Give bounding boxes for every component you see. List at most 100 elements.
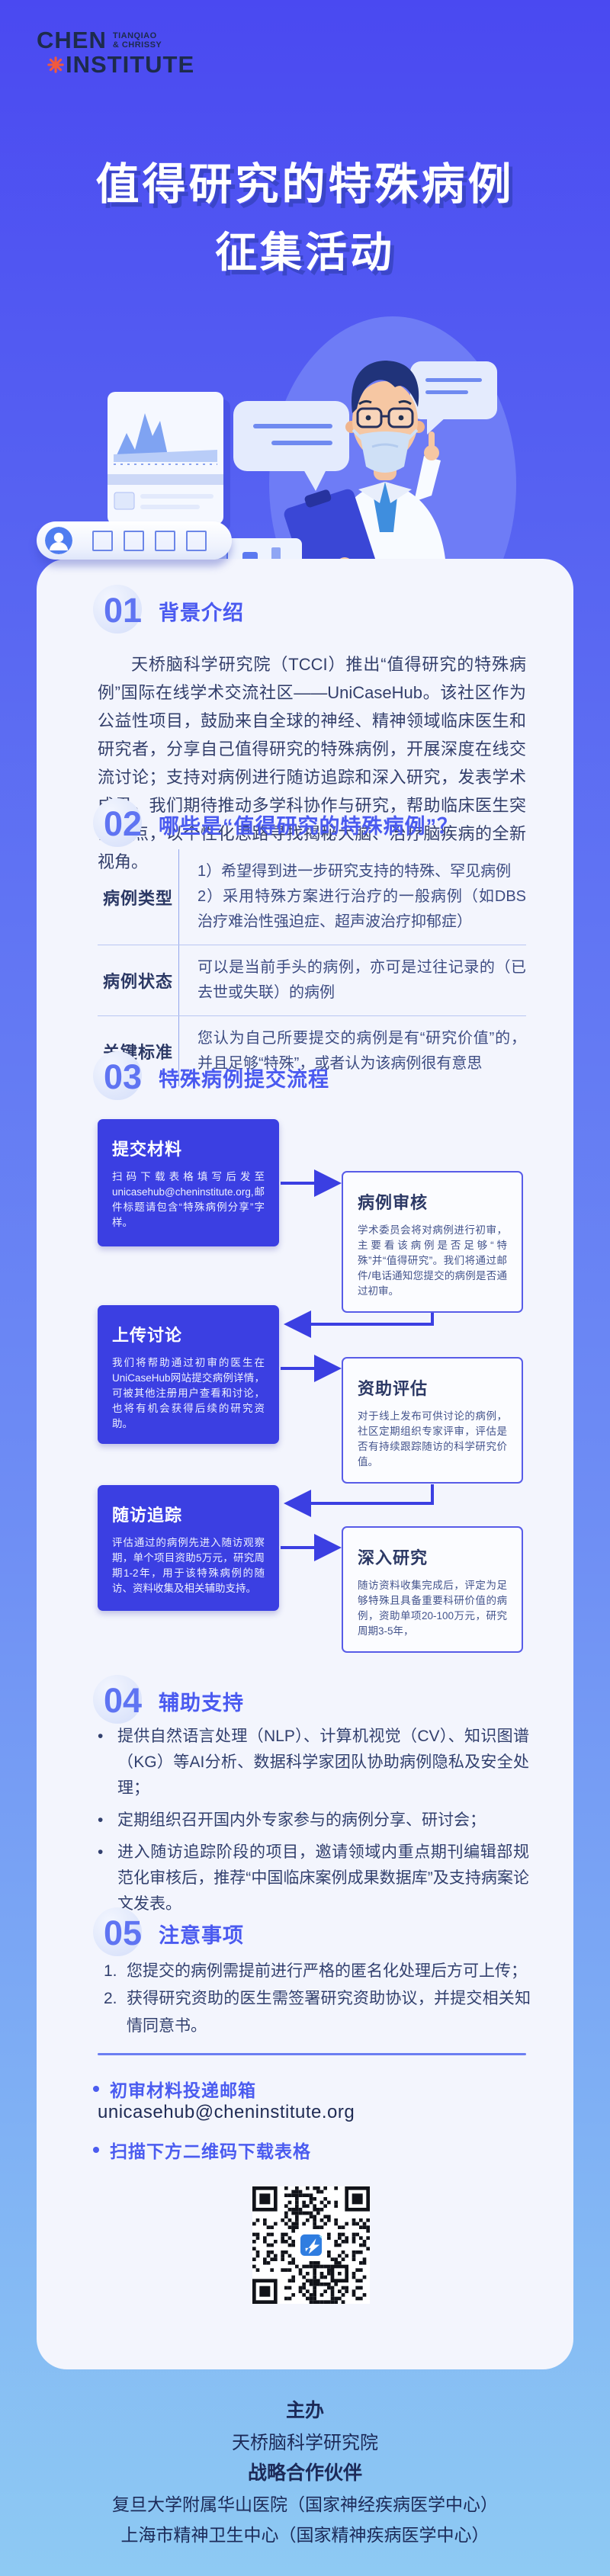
flow-step-title: 提交材料 xyxy=(112,1140,183,1159)
list-item: 2. 获得研究资助的医生需签署研究资助协议，并提交相关知情同意书。 xyxy=(104,1985,531,2040)
poster-title-line2: 征集活动 xyxy=(214,229,395,276)
placeholder-glyph xyxy=(124,530,144,551)
bullet-dot-icon xyxy=(93,2086,99,2092)
row-content-line: 1）希望得到进一步研究支持的特殊、罕见病例 xyxy=(197,863,512,880)
section-title: 注意事项 xyxy=(159,1923,244,1947)
email-label-heading: 初审材料投递邮箱 xyxy=(93,2076,256,2102)
section-title: 特殊病例提交流程 xyxy=(159,1067,329,1091)
row-content-line: 您认为自己所要提交的病例是有“研究价值”的，并且足够“特殊”，或者认为该病例很有… xyxy=(197,1030,526,1072)
bullet-dot-icon xyxy=(93,2147,99,2153)
list-item: 1. 您提交的病例需提前进行严格的匿名化处理后方可上传； xyxy=(104,1958,531,1985)
divider-line xyxy=(98,2053,526,2055)
section-number-circle xyxy=(93,1051,142,1100)
section-header-03: 03 特殊病例提交流程 xyxy=(93,1051,329,1100)
bullet-text: 定期组织召开国内外专家参与的病例分享、研讨会； xyxy=(117,1811,486,1829)
flow-step-review: 病例审核 学术委员会将对病例进行初审，主要看该病例是否足够“特殊”并“值得研究”… xyxy=(342,1171,523,1313)
flow-step-title: 资助评估 xyxy=(358,1379,429,1398)
item-number: 1. xyxy=(104,1962,117,1980)
content-card: 01 背景介绍 天桥脑科学研究院（TCCI）推出“值得研究的特殊病例”国际在线学… xyxy=(37,559,573,2369)
section-number: 04 xyxy=(104,1681,143,1720)
section-header-05: 05 注意事项 xyxy=(93,1907,244,1956)
chart-panel xyxy=(108,392,230,532)
support-bullet-list: • 提供自然语言处理（NLP）、计算机视觉（CV）、知识图谱（KG）等AI分析、… xyxy=(98,1724,529,1923)
bullet-text: 提供自然语言处理（NLP）、计算机视觉（CV）、知识图谱（KG）等AI分析、数据… xyxy=(117,1727,529,1797)
table-row: 病例类型 1）希望得到进一步研究支持的特殊、罕见病例 2）采用特殊方案进行治疗的… xyxy=(98,849,526,945)
logo-word-institute: INSTITUTE xyxy=(66,51,195,78)
footer-host-label: 主办 xyxy=(285,2400,324,2421)
section-title: 哪些是“值得研究的特殊病例”？ xyxy=(159,814,458,838)
table-row: 关键标准 您认为自己所要提交的病例是有“研究价值”的，并且足够“特殊”，或者认为… xyxy=(98,1015,526,1086)
section-number: 02 xyxy=(104,804,143,843)
logo-word-chen: CHEN xyxy=(37,27,107,53)
section-number-circle xyxy=(93,1907,142,1956)
row-content: 可以是当前手头的病例，亦可是过往记录的（已去世或失联）的病例 xyxy=(178,945,526,1015)
flow-step-deep-research: 深入研究 随访资料收集完成后，评定为足够特殊且具备重要科研价值的病例，资助单项2… xyxy=(342,1526,523,1653)
footer-partner-2: 上海市精神卫生中心（国家精神疾病医学中心） xyxy=(120,2525,490,2545)
section-number: 01 xyxy=(104,591,143,630)
bullet-text: 进入随访追踪阶段的项目，邀请领域内重点期刊编辑部规范化审核后，推荐“中国临床案例… xyxy=(117,1843,529,1913)
flow-step-title: 深入研究 xyxy=(358,1548,429,1567)
qr-label-heading: 扫描下方二维码下载表格 xyxy=(93,2137,311,2163)
poster-title-line1: 值得研究的特殊病例 xyxy=(95,160,515,209)
list-item: • 提供自然语言处理（NLP）、计算机视觉（CV）、知识图谱（KG）等AI分析、… xyxy=(98,1724,529,1801)
flow-step-title: 随访追踪 xyxy=(112,1506,183,1525)
item-number: 2. xyxy=(104,1990,117,2007)
flow-step-submit: 提交材料 扫码下载表格填写后发至unicasehub@cheninstitute… xyxy=(98,1119,279,1246)
flow-step-upload: 上传讨论 我们将帮助通过初审的医生在UniCaseHub网站提交病例详情，可被其… xyxy=(98,1305,279,1444)
flow-step-body: 对于线上发布可供讨论的病例，社区定期组织专家评审，评估是否有持续跟踪随访的科学研… xyxy=(358,1410,507,1468)
section-number: 03 xyxy=(104,1057,143,1096)
chen-institute-logo: CHEN TIANQIAO & CHRISSY INSTITUTE xyxy=(37,27,195,78)
section-title: 辅助支持 xyxy=(159,1691,244,1715)
flow-step-body: 评估通过的病例先进入随访观察期，单个项目资助5万元，研究周期1-2年，用于该特殊… xyxy=(112,1537,265,1594)
placeholder-glyphs xyxy=(92,530,207,551)
flow-step-body: 我们将帮助通过初审的医生在UniCaseHub网站提交病例详情，可被其他注册用户… xyxy=(112,1357,265,1429)
user-avatar-icon xyxy=(45,527,72,554)
flow-step-body: 随访资料收集完成后，评定为足够特殊且具备重要科研价值的病例，资助单项20-100… xyxy=(358,1580,507,1637)
list-item: • 进入随访追踪阶段的项目，邀请领域内重点期刊编辑部规范化审核后，推荐“中国临床… xyxy=(98,1840,529,1917)
row-label: 病例状态 xyxy=(102,972,173,991)
section-number: 05 xyxy=(104,1914,143,1952)
speech-bubble-right xyxy=(410,361,497,435)
footer-host-name: 天桥脑科学研究院 xyxy=(232,2433,378,2453)
background-paragraph: 天桥脑科学研究院（TCCI）推出“值得研究的特殊病例”国际在线学术交流社区——U… xyxy=(98,655,526,871)
row-content: 1）希望得到进一步研究支持的特殊、罕见病例 2）采用特殊方案进行治疗的一般病例（… xyxy=(178,849,526,945)
qr-code xyxy=(252,2186,370,2304)
footer-partner-label: 战略合作伙伴 xyxy=(247,2462,362,2484)
submission-email[interactable]: unicasehub@cheninstitute.org xyxy=(98,2102,355,2122)
section-number-circle xyxy=(93,1675,142,1724)
row-content-line: 2）采用特殊方案进行治疗的一般病例（如DBS治疗难治性强迫症、超声波治疗抑郁症） xyxy=(197,888,526,930)
flow-step-body: 学术委员会将对病例进行初审，主要看该病例是否足够“特殊”并“值得研究”。我们将通… xyxy=(358,1224,507,1297)
placeholder-glyph xyxy=(92,530,113,551)
bullet-dot: • xyxy=(98,1811,104,1829)
bullet-dot: • xyxy=(98,1727,104,1745)
placeholder-glyph xyxy=(155,530,175,551)
logo-tag-chrissy: & CHRISSY xyxy=(112,40,162,50)
case-criteria-table: 病例类型 1）希望得到进一步研究支持的特殊、罕见病例 2）采用特殊方案进行治疗的… xyxy=(98,849,526,1086)
flow-step-title: 上传讨论 xyxy=(112,1326,183,1345)
flow-step-funding-evaluation: 资助评估 对于线上发布可供讨论的病例，社区定期组织专家评审，评估是否有持续跟踪随… xyxy=(342,1357,523,1484)
notes-list: 1. 您提交的病例需提前进行严格的匿名化处理后方可上传； 2. 获得研究资助的医… xyxy=(104,1958,531,2040)
flow-step-body: 扫码下载表格填写后发至unicasehub@cheninstitute.org,… xyxy=(112,1171,265,1228)
flow-step-title: 病例审核 xyxy=(358,1193,429,1212)
row-content-line: 可以是当前手头的病例，亦可是过往记录的（已去世或失联）的病例 xyxy=(197,959,526,1001)
section-number-circle xyxy=(93,798,142,847)
section-number-circle xyxy=(93,585,142,634)
speech-bubble-left xyxy=(233,401,349,491)
section-header-02: 02 哪些是“值得研究的特殊病例”？ xyxy=(93,798,458,847)
flow-step-followup: 随访追踪 评估通过的病例先进入随访观察期，单个项目资助5万元，研究周期1-2年，… xyxy=(98,1485,279,1611)
row-label: 病例类型 xyxy=(102,888,173,908)
email-label: 初审材料投递邮箱 xyxy=(110,2080,256,2100)
logo-tag-tianqiao: TIANQIAO xyxy=(112,31,157,40)
placeholder-glyph xyxy=(186,530,207,551)
section-header-01: 01 背景介绍 xyxy=(93,585,244,634)
section-header-04: 04 辅助支持 xyxy=(93,1675,244,1724)
asterisk-icon xyxy=(47,56,64,73)
section-title: 背景介绍 xyxy=(159,601,244,624)
row-content: 您认为自己所要提交的病例是有“研究价值”的，并且足够“特殊”，或者认为该病例很有… xyxy=(178,1016,526,1086)
footer-partner-1: 复旦大学附属华山医院（国家神经疾病医学中心） xyxy=(112,2494,498,2514)
item-text: 您提交的病例需提前进行严格的匿名化处理后方可上传； xyxy=(127,1962,527,1980)
avatar-pill-bar xyxy=(37,521,232,560)
bullet-dot: • xyxy=(98,1843,104,1861)
qr-label: 扫描下方二维码下载表格 xyxy=(110,2141,311,2161)
